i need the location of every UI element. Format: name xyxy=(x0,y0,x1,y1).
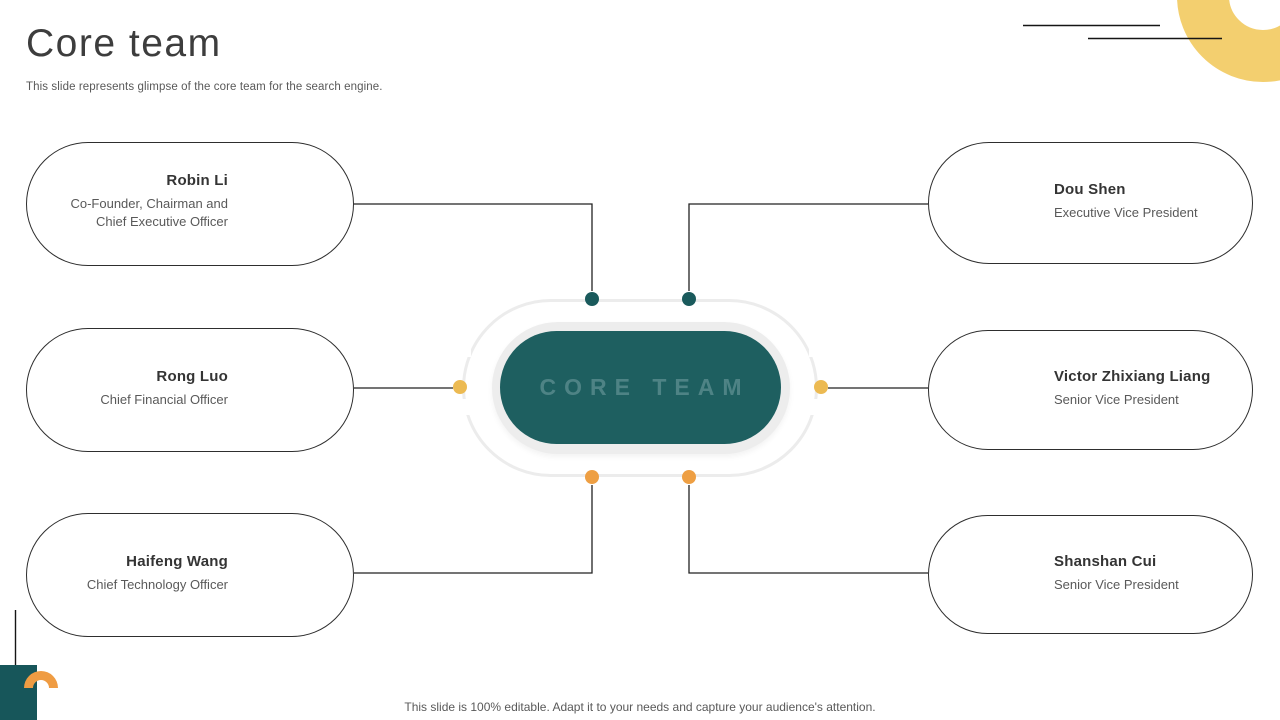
ring-gap xyxy=(449,341,471,357)
member-capsule-dou-shen: Dou Shen Executive Vice President xyxy=(928,142,1253,264)
member-capsule-shanshan-cui: Shanshan Cui Senior Vice President xyxy=(928,515,1253,634)
member-title: Senior Vice President xyxy=(1054,576,1179,592)
page-title: Core team xyxy=(26,22,222,65)
corner-square-decoration xyxy=(0,665,37,720)
member-capsule-haifeng-wang: Haifeng Wang Chief Technology Officer xyxy=(26,513,354,637)
connector-line xyxy=(688,203,928,291)
ring-gap xyxy=(449,399,471,415)
member-capsule-rong-luo: Rong Luo Chief Financial Officer xyxy=(26,328,354,452)
connector-line xyxy=(354,485,593,574)
member-title: Chief Financial Officer xyxy=(100,391,228,407)
node-dot-gold xyxy=(453,380,467,394)
member-title: Chief Technology Officer xyxy=(86,576,228,592)
node-dot-teal xyxy=(585,292,599,306)
core-team-label: CORE TEAM xyxy=(539,374,750,400)
node-dot-orange xyxy=(585,470,599,484)
member-capsule-victor-zhixiang-liang: Victor Zhixiang Liang Senior Vice Presid… xyxy=(928,330,1253,450)
corner-ring-decoration xyxy=(1177,0,1280,82)
ring-gap xyxy=(809,399,831,415)
slide-subtitle: This slide represents glimpse of the cor… xyxy=(26,81,383,93)
member-name: Shanshan Cui xyxy=(1054,552,1157,570)
node-dot-gold xyxy=(814,380,828,394)
node-dot-orange xyxy=(682,470,696,484)
footer-note: This slide is 100% editable. Adapt it to… xyxy=(404,700,876,714)
member-title: Senior Vice President xyxy=(1054,391,1179,407)
member-name: Dou Shen xyxy=(1054,180,1126,198)
member-name: Haifeng Wang xyxy=(126,552,228,570)
node-dot-teal xyxy=(682,292,696,306)
member-title: Co-Founder, Chairman and Chief Executive… xyxy=(70,196,228,230)
member-title: Executive Vice President xyxy=(1054,204,1198,220)
member-name: Robin Li xyxy=(166,172,228,190)
ring-gap xyxy=(809,341,831,357)
member-capsule-robin-li: Robin Li Co-Founder, Chairman and Chief … xyxy=(26,142,354,266)
arch-decoration xyxy=(24,671,58,688)
member-name: Victor Zhixiang Liang xyxy=(1054,367,1211,385)
member-name: Rong Luo xyxy=(156,367,228,385)
core-team-capsule: CORE TEAM xyxy=(500,331,781,444)
connector-line xyxy=(688,485,928,574)
connector-line xyxy=(354,203,593,291)
